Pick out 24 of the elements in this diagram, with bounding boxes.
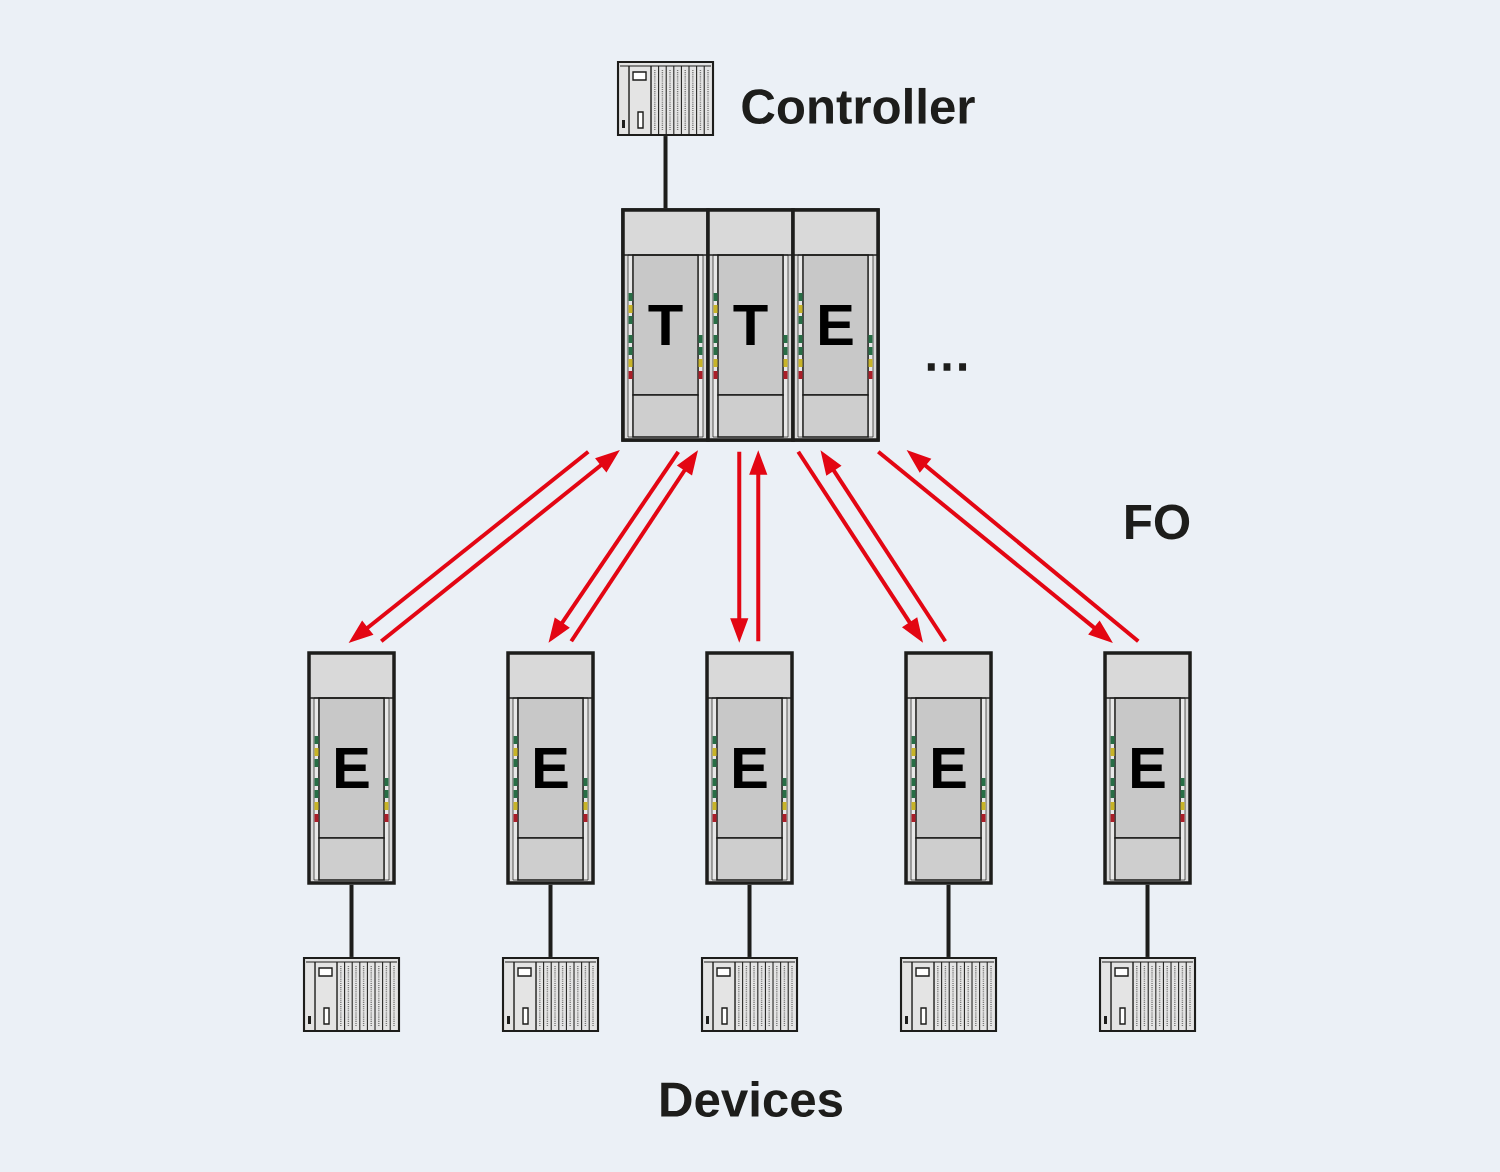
controller-drawing (616, 60, 715, 137)
module-drawing: E (904, 651, 993, 885)
diagram-label: Devices (661, 1080, 842, 1118)
connector-line (946, 884, 951, 957)
node-caption: Controller (742, 87, 975, 125)
connector-line (349, 884, 354, 957)
connector-line (548, 884, 553, 957)
device-drawing (501, 956, 600, 1033)
module-drawing: T (621, 208, 710, 442)
device-drawing (1098, 956, 1197, 1033)
module-drawing: T (706, 208, 795, 442)
connector-line (663, 136, 668, 209)
module-drawing: E (791, 208, 880, 442)
connector-line (747, 884, 752, 957)
diagram-label: … (927, 363, 967, 371)
module-drawing: E (307, 651, 396, 885)
device-drawing (302, 956, 401, 1033)
device-drawing (899, 956, 998, 1033)
connector-line (1145, 884, 1150, 957)
diagram-label: FO (1126, 504, 1190, 540)
module-drawing: E (1103, 651, 1192, 885)
module-drawing: E (705, 651, 794, 885)
module-drawing: E (506, 651, 595, 885)
device-drawing (700, 956, 799, 1033)
